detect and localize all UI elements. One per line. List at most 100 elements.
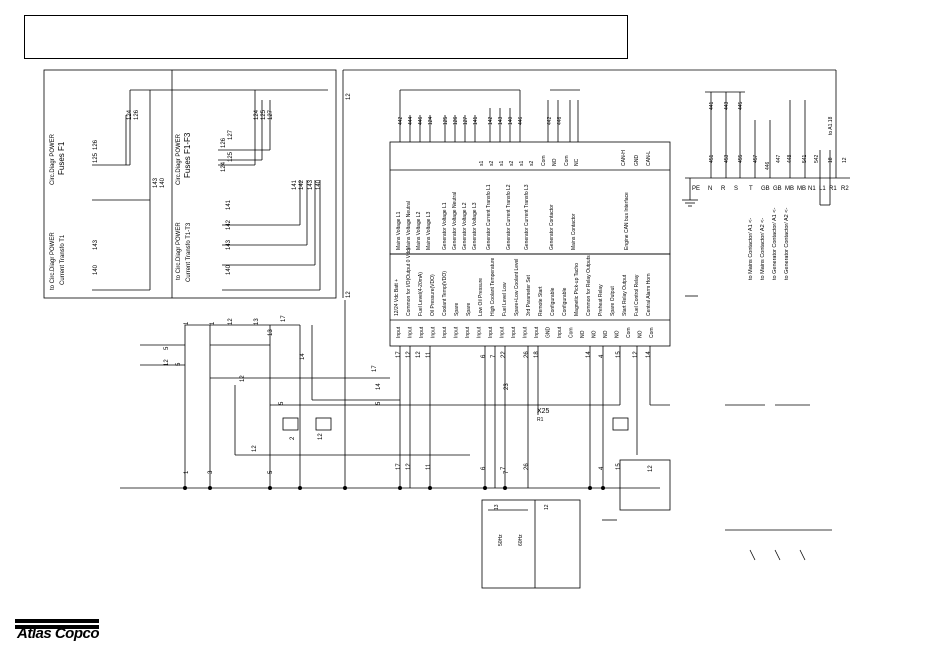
controller-terminal-label: CAN-L	[646, 151, 652, 166]
controller-io-label: Com	[569, 327, 575, 338]
controller-function-label: Remote Start	[538, 286, 544, 316]
controller-io-label: NO	[615, 330, 621, 338]
terminal-label: R1	[829, 186, 837, 192]
switch-13: 13	[494, 504, 500, 510]
controller-io-label: Input	[419, 326, 425, 338]
ct-sub: Current Transfo T1	[60, 234, 66, 285]
controller-terminal-label: s2	[489, 161, 495, 167]
controller-function-label: Magnetic Pick-up Tacho	[574, 263, 580, 316]
wire-12-panel-low: 12	[346, 291, 352, 298]
switch-50hz: 50Hz	[498, 534, 504, 546]
fuses-title-right: Circ.Diagr POWER	[176, 133, 182, 185]
terminal-number: 12	[406, 351, 412, 358]
contactor-note: to Mains Contactor/ A2 <-	[760, 218, 766, 280]
wire-143-r: 143	[226, 239, 232, 250]
control-wire-number: 3	[208, 470, 214, 474]
top-wire-number: 124	[428, 116, 434, 125]
controller-terminal-label: s1	[519, 161, 525, 167]
controller-function-label: Central Alarm Horn	[646, 273, 652, 316]
controller-io-label: Input	[431, 326, 437, 338]
terminal-number: 14	[586, 351, 592, 358]
controller-terminal-label: s1	[479, 161, 485, 167]
wire-455: 455	[738, 154, 744, 163]
wire-number: 6	[481, 466, 487, 470]
controller-function-label: Low Oil Pressure	[478, 278, 484, 316]
terminal-label: S	[734, 186, 738, 192]
relay-coil	[315, 417, 332, 431]
relay-coil	[612, 417, 629, 431]
wire-18: 18	[828, 157, 834, 163]
top-wire-number: 446	[418, 116, 424, 125]
control-wire-number: 1	[184, 321, 190, 325]
controller-function-label: Fuel Level(4-20mA)	[418, 272, 424, 316]
terminal-label: R2	[841, 186, 849, 192]
wire-142-term: 142	[299, 179, 305, 190]
controller-function-label: Oil Pressure(VDO)	[430, 274, 436, 316]
atlas-copco-logo: Atlas Copco	[15, 617, 100, 651]
switch-12: 12	[544, 504, 550, 510]
wire-number: 12	[406, 463, 412, 470]
controller-function-label: 12/24 Vdc Batt +	[394, 279, 400, 316]
wire-127-r: 127	[268, 109, 274, 120]
wire-number: 15	[616, 463, 622, 470]
control-wire-number: 5	[176, 362, 182, 366]
wire-12-panel: 12	[346, 93, 352, 100]
controller-terminal-label: NO	[552, 158, 558, 166]
control-wire-number: 17	[281, 315, 287, 322]
contactor-note: to Mains Contactor/ A1 <-	[748, 218, 754, 280]
wire-445: 445	[738, 101, 744, 110]
terminal-number: 12	[633, 351, 639, 358]
controller-io-label: Com	[649, 327, 655, 338]
controller-function-label: Spare Output	[610, 286, 616, 316]
control-wire-number: 14	[376, 383, 382, 390]
controller-function-label: Start Relay Output	[622, 274, 628, 316]
controller-function-label: 3rd Parameter Set	[526, 275, 532, 316]
control-wire-number: 23	[504, 383, 510, 390]
ct-title-right: to Circ.Diagr POWER	[176, 222, 182, 280]
wire-number: 11	[426, 463, 432, 470]
controller-function-label: Configurable	[562, 287, 568, 316]
controller-io-label: NO	[580, 330, 586, 338]
fuses-sub: Fuses F1	[57, 141, 66, 175]
wire-541: 541	[802, 154, 808, 163]
terminal-number: 7	[491, 354, 497, 358]
wire-143: 143	[93, 239, 99, 250]
terminal-label: R	[721, 186, 726, 192]
switch-60hz: 60Hz	[518, 534, 524, 546]
controller-terminal-label: NC	[574, 158, 580, 166]
wire-143-term-r: 143	[308, 179, 314, 190]
controller-function-label: Configurable	[550, 287, 556, 316]
ct-title: to Circ.Diagr POWER	[50, 232, 56, 290]
wire-453: 453	[724, 154, 730, 163]
controller-function-label: Fuel Control Relay	[634, 274, 640, 316]
controller-function-label: Coolant Temp(VDO)	[442, 271, 448, 316]
controller-io-label: Input	[534, 326, 540, 338]
terminal-label: GB	[773, 186, 782, 192]
controller-input-label: Engine CAN bus Interface	[624, 192, 630, 250]
controller-function-label: High Coolant Temperature	[490, 258, 496, 316]
wire-125-pair: 125	[228, 151, 234, 162]
wire-126-top: 126	[134, 109, 140, 120]
controller-terminal-label: s2	[529, 161, 535, 167]
controller-io-label: Input	[454, 326, 460, 338]
to-a1-18: to A1.18	[828, 116, 834, 135]
controller-io-label: NO	[603, 330, 609, 338]
control-wire-number: 14	[300, 353, 306, 360]
control-wire-number: 5	[376, 401, 382, 405]
controller-io-label: Input	[396, 326, 402, 338]
frequency-switch-box	[481, 499, 581, 589]
top-wire-number: 143	[498, 116, 504, 125]
controller-function-label: Common for I/O(Output 0 Vdc)	[406, 248, 412, 316]
control-wire-number: 2	[290, 436, 296, 440]
terminal-number: 14	[646, 351, 652, 358]
terminal-label: GB	[761, 186, 770, 192]
wire-140: 140	[93, 264, 99, 275]
contactor-note: to Generator Contactor/ A2 <-	[784, 208, 790, 280]
top-wire-number: 442	[547, 116, 553, 125]
title-block	[24, 15, 628, 59]
controller-terminal-label: GND	[634, 155, 640, 167]
top-wire-number: 125	[443, 116, 449, 125]
controller-input-label: Mains Voltage L1	[396, 211, 402, 250]
